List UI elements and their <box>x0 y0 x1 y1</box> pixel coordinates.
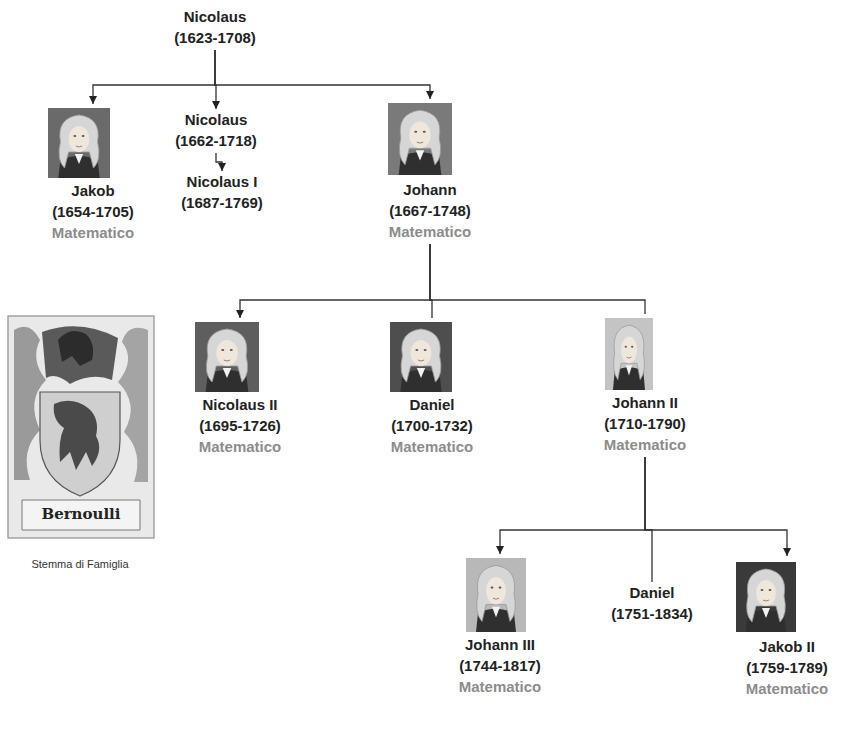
family-link <box>216 153 222 171</box>
life-dates: (1623-1708) <box>174 27 256 48</box>
person-node: Johann II(1710-1790)Matematico <box>601 314 690 457</box>
life-dates: (1667-1748) <box>389 200 472 221</box>
life-dates: (1700-1732) <box>391 415 474 436</box>
person-node: Nicolaus I(1687-1769) <box>178 171 266 215</box>
life-dates: (1687-1769) <box>181 192 263 213</box>
family-link <box>645 457 652 582</box>
person-node: Nicolaus(1662-1718) <box>172 109 260 153</box>
profession-label: Matematico <box>459 676 542 697</box>
person-node: Johann III(1744-1817)Matematico <box>456 554 545 699</box>
family-link <box>240 244 430 318</box>
profession-label: Matematico <box>391 436 474 457</box>
portrait-jakob <box>48 108 110 178</box>
life-dates: (1744-1817) <box>459 655 542 676</box>
person-node: Johann(1667-1748)Matematico <box>386 99 475 244</box>
person-name: Jakob <box>52 180 135 201</box>
profession-label: Matematico <box>604 434 687 455</box>
person-name: Daniel <box>611 582 693 603</box>
portrait-johann <box>388 103 452 175</box>
person-node: Jakob II(1759-1789)Matematico <box>743 556 832 701</box>
portrait-johann-iii <box>466 558 526 632</box>
person-name: Nicolaus I <box>181 171 263 192</box>
family-link <box>645 457 787 556</box>
life-dates: (1654-1705) <box>52 201 135 222</box>
person-name: Nicolaus II <box>199 394 282 415</box>
family-link <box>500 457 645 554</box>
family-link <box>215 50 430 99</box>
person-name: Nicolaus <box>175 109 257 130</box>
person-node: Nicolaus II(1695-1726)Matematico <box>196 318 285 459</box>
family-link <box>93 50 215 104</box>
person-node: Jakob(1654-1705)Matematico <box>49 104 138 245</box>
person-node: Daniel(1751-1834) <box>608 582 696 626</box>
life-dates: (1695-1726) <box>199 415 282 436</box>
portrait-johann-ii <box>605 318 653 390</box>
life-dates: (1751-1834) <box>611 603 693 624</box>
person-node: Nicolaus(1623-1708) <box>171 6 259 50</box>
profession-label: Matematico <box>389 221 472 242</box>
person-name: Nicolaus <box>174 6 256 27</box>
person-name: Daniel <box>391 394 474 415</box>
person-name: Jakob II <box>746 636 829 657</box>
family-link <box>430 244 645 314</box>
portrait-jakob-ii <box>736 562 796 632</box>
person-name: Johann III <box>459 634 542 655</box>
crest-motto: Bernoulli <box>37 505 124 523</box>
person-name: Johann II <box>604 392 687 413</box>
life-dates: (1759-1789) <box>746 657 829 678</box>
coat-of-arms <box>8 316 154 538</box>
profession-label: Matematico <box>746 678 829 699</box>
life-dates: (1662-1718) <box>175 130 257 151</box>
portrait-daniel <box>390 322 452 392</box>
profession-label: Matematico <box>52 222 135 243</box>
life-dates: (1710-1790) <box>604 413 687 434</box>
person-node: Daniel(1700-1732)Matematico <box>388 318 477 459</box>
caption-text: Stemma di Famiglia <box>31 558 128 570</box>
portrait-nicolaus-ii <box>195 322 259 392</box>
person-name: Johann <box>389 179 472 200</box>
profession-label: Matematico <box>199 436 282 457</box>
